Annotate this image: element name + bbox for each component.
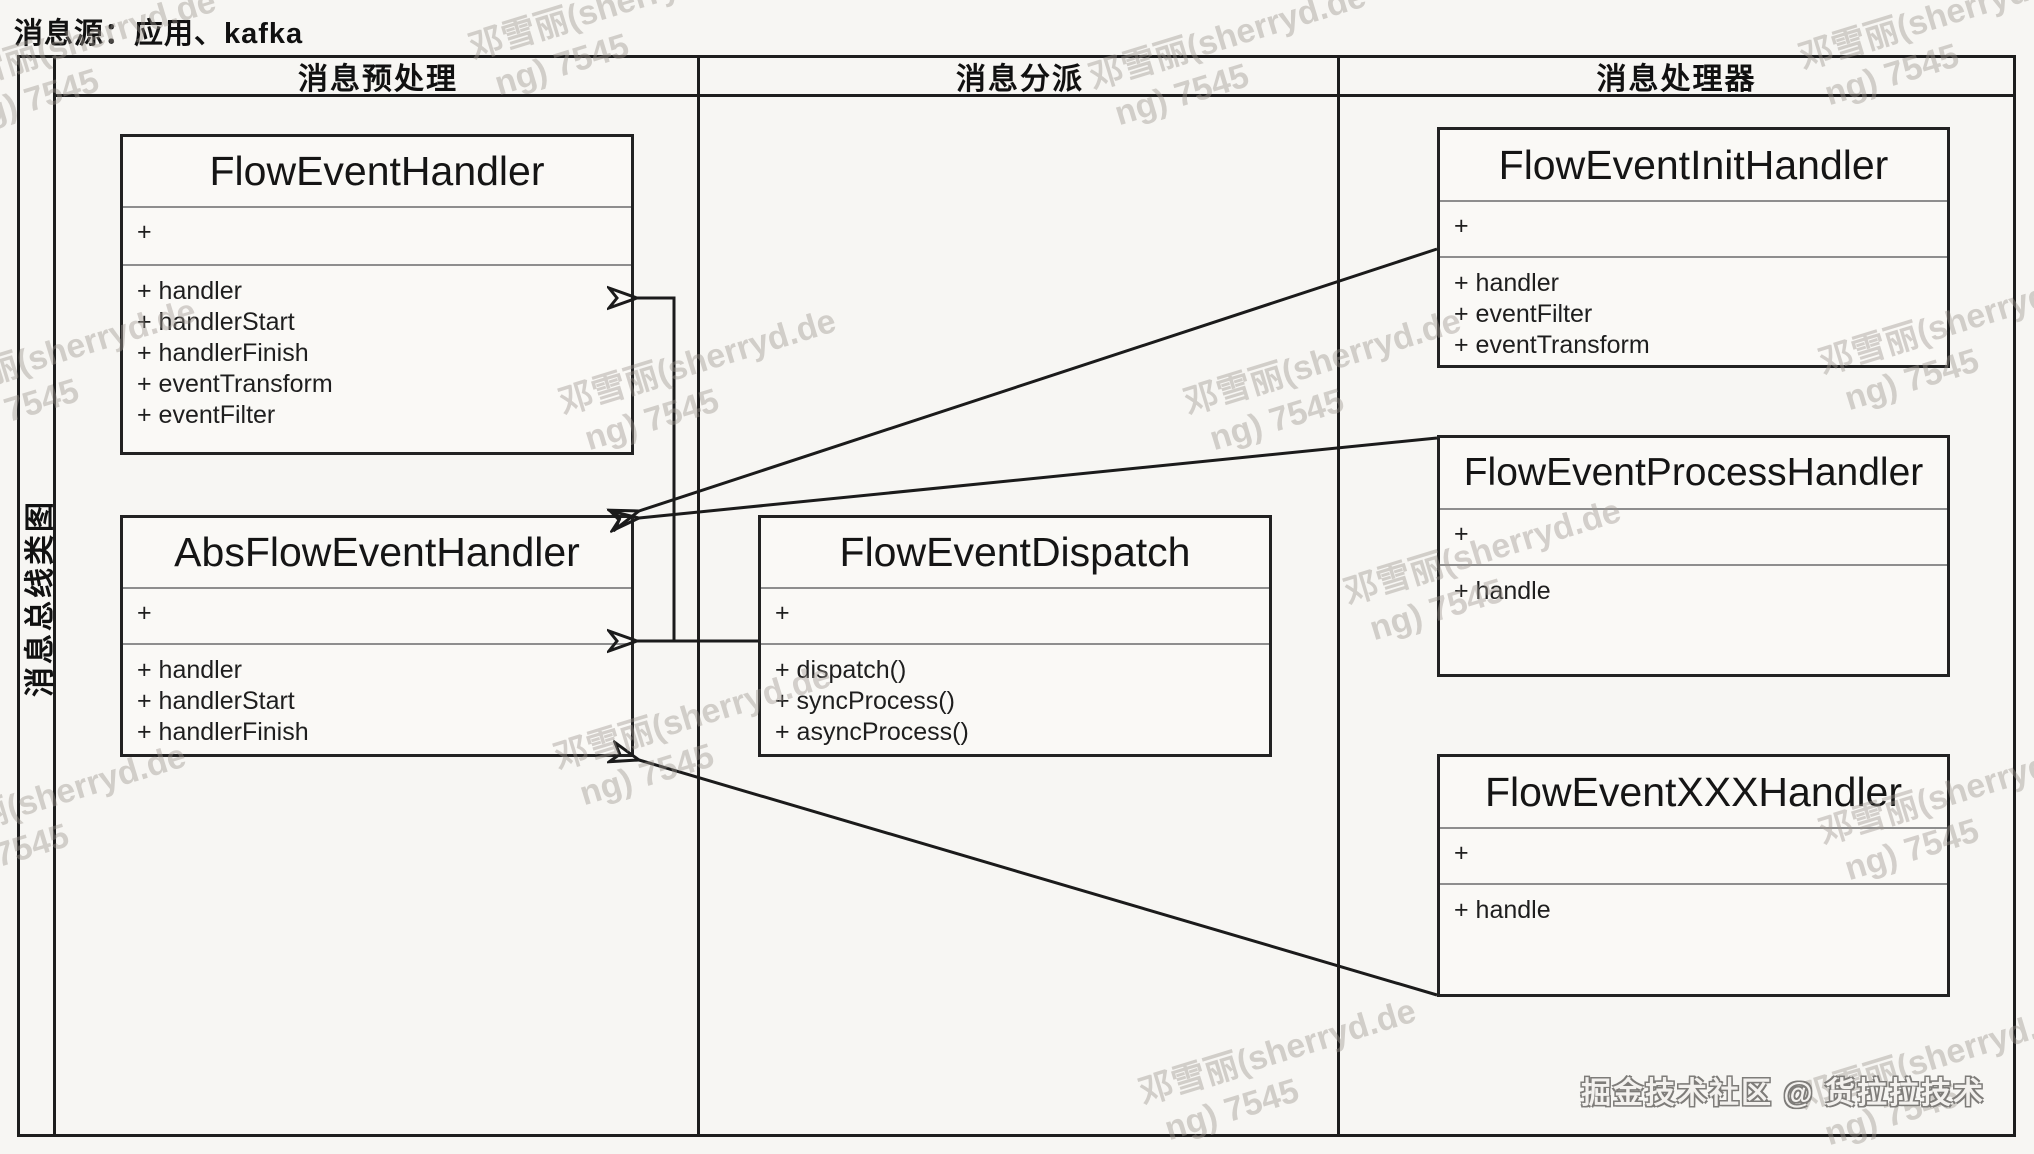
lane-header-handlers: 消息处理器 xyxy=(1596,63,1757,96)
member-line: + eventTransform xyxy=(137,370,333,398)
diagram-title-vertical: 消息总线类图 xyxy=(23,499,57,697)
class-title: FlowEventXXXHandler xyxy=(1484,768,1903,815)
class-methods: + handler + handlerStart + handlerFinish + … xyxy=(123,264,631,452)
class-AbsFlowEventHandler: AbsFlowEventHandler + + handler+ handler… xyxy=(120,515,634,757)
lane-divider-2 xyxy=(1337,58,1340,1134)
class-attributes: + xyxy=(123,587,631,643)
class-attributes: + xyxy=(1440,508,1947,564)
class-methods: + handler + eventFilter + eventTransform xyxy=(1440,256,1947,365)
lane-header-preprocess: 消息预处理 xyxy=(298,63,458,96)
member-line: + handle xyxy=(1454,896,1551,924)
member-line: + asyncProcess() xyxy=(775,718,969,746)
class-FlowEventProcessHandler: FlowEventProcessHandler + + handle xyxy=(1437,435,1950,677)
sidebar-strip: 消息总线类图 xyxy=(20,58,57,1134)
class-title: AbsFlowEventHandler xyxy=(174,529,580,575)
member-line: + handlerStart xyxy=(137,687,295,715)
member-line: + handler xyxy=(137,277,242,305)
member-line: + eventFilter xyxy=(1454,300,1593,328)
class-FlowEventInitHandler: FlowEventInitHandler + + handler + eventF… xyxy=(1437,127,1950,368)
class-methods: + dispatch() + syncProcess() + asyncProces… xyxy=(761,643,1269,754)
member-line: + xyxy=(137,218,152,246)
message-source-label: 消息源：应用、kafka xyxy=(14,18,304,50)
lane-header-dispatch: 消息分派 xyxy=(956,63,1084,96)
member-line: + xyxy=(137,599,152,627)
class-title: FlowEventInitHandler xyxy=(1498,141,1889,188)
class-attributes: + xyxy=(1440,200,1947,256)
member-line: + eventTransform xyxy=(1454,331,1650,359)
class-attributes: + xyxy=(1440,827,1947,883)
member-line: + xyxy=(1454,212,1469,240)
swimlane-header-row: 消息预处理 消息分派 消息处理器 xyxy=(56,58,2013,97)
member-line: + handlerFinish xyxy=(137,339,309,367)
member-line: + dispatch() xyxy=(775,656,907,684)
class-methods: + handler + handlerStart + handlerFinish xyxy=(123,643,631,754)
member-line: + handlerFinish xyxy=(137,718,309,746)
member-line: + syncProcess() xyxy=(775,687,955,715)
member-line: + xyxy=(775,599,790,627)
class-FlowEventDispatch: FlowEventDispatch + + dispatch() + syncPr… xyxy=(758,515,1272,757)
credit-watermark: 掘金技术社区 @ 货拉拉技术 xyxy=(1581,1077,1985,1110)
member-line: + handler xyxy=(1454,269,1559,297)
member-line: + handler xyxy=(137,656,242,684)
class-title: FlowEventHandler xyxy=(209,148,545,194)
member-line: + xyxy=(1454,839,1469,867)
member-line: + handle xyxy=(1454,577,1551,605)
class-FlowEventHandler: FlowEventHandler + + handler + handlerSta… xyxy=(120,134,634,455)
class-attributes: + xyxy=(761,587,1269,643)
class-attributes: + xyxy=(123,206,631,264)
class-title: FlowEventDispatch xyxy=(839,529,1191,575)
member-line: + handlerStart xyxy=(137,308,295,336)
lane-divider-1 xyxy=(697,58,700,1134)
class-FlowEventXXXHandler: FlowEventXXXHandler + + handle xyxy=(1437,754,1950,997)
member-line: + xyxy=(1454,520,1469,548)
class-methods: + handle xyxy=(1440,883,1947,994)
member-line: + eventFilter xyxy=(137,401,276,429)
class-methods: + handle xyxy=(1440,564,1947,674)
class-title: FlowEventProcessHandler xyxy=(1463,451,1924,494)
